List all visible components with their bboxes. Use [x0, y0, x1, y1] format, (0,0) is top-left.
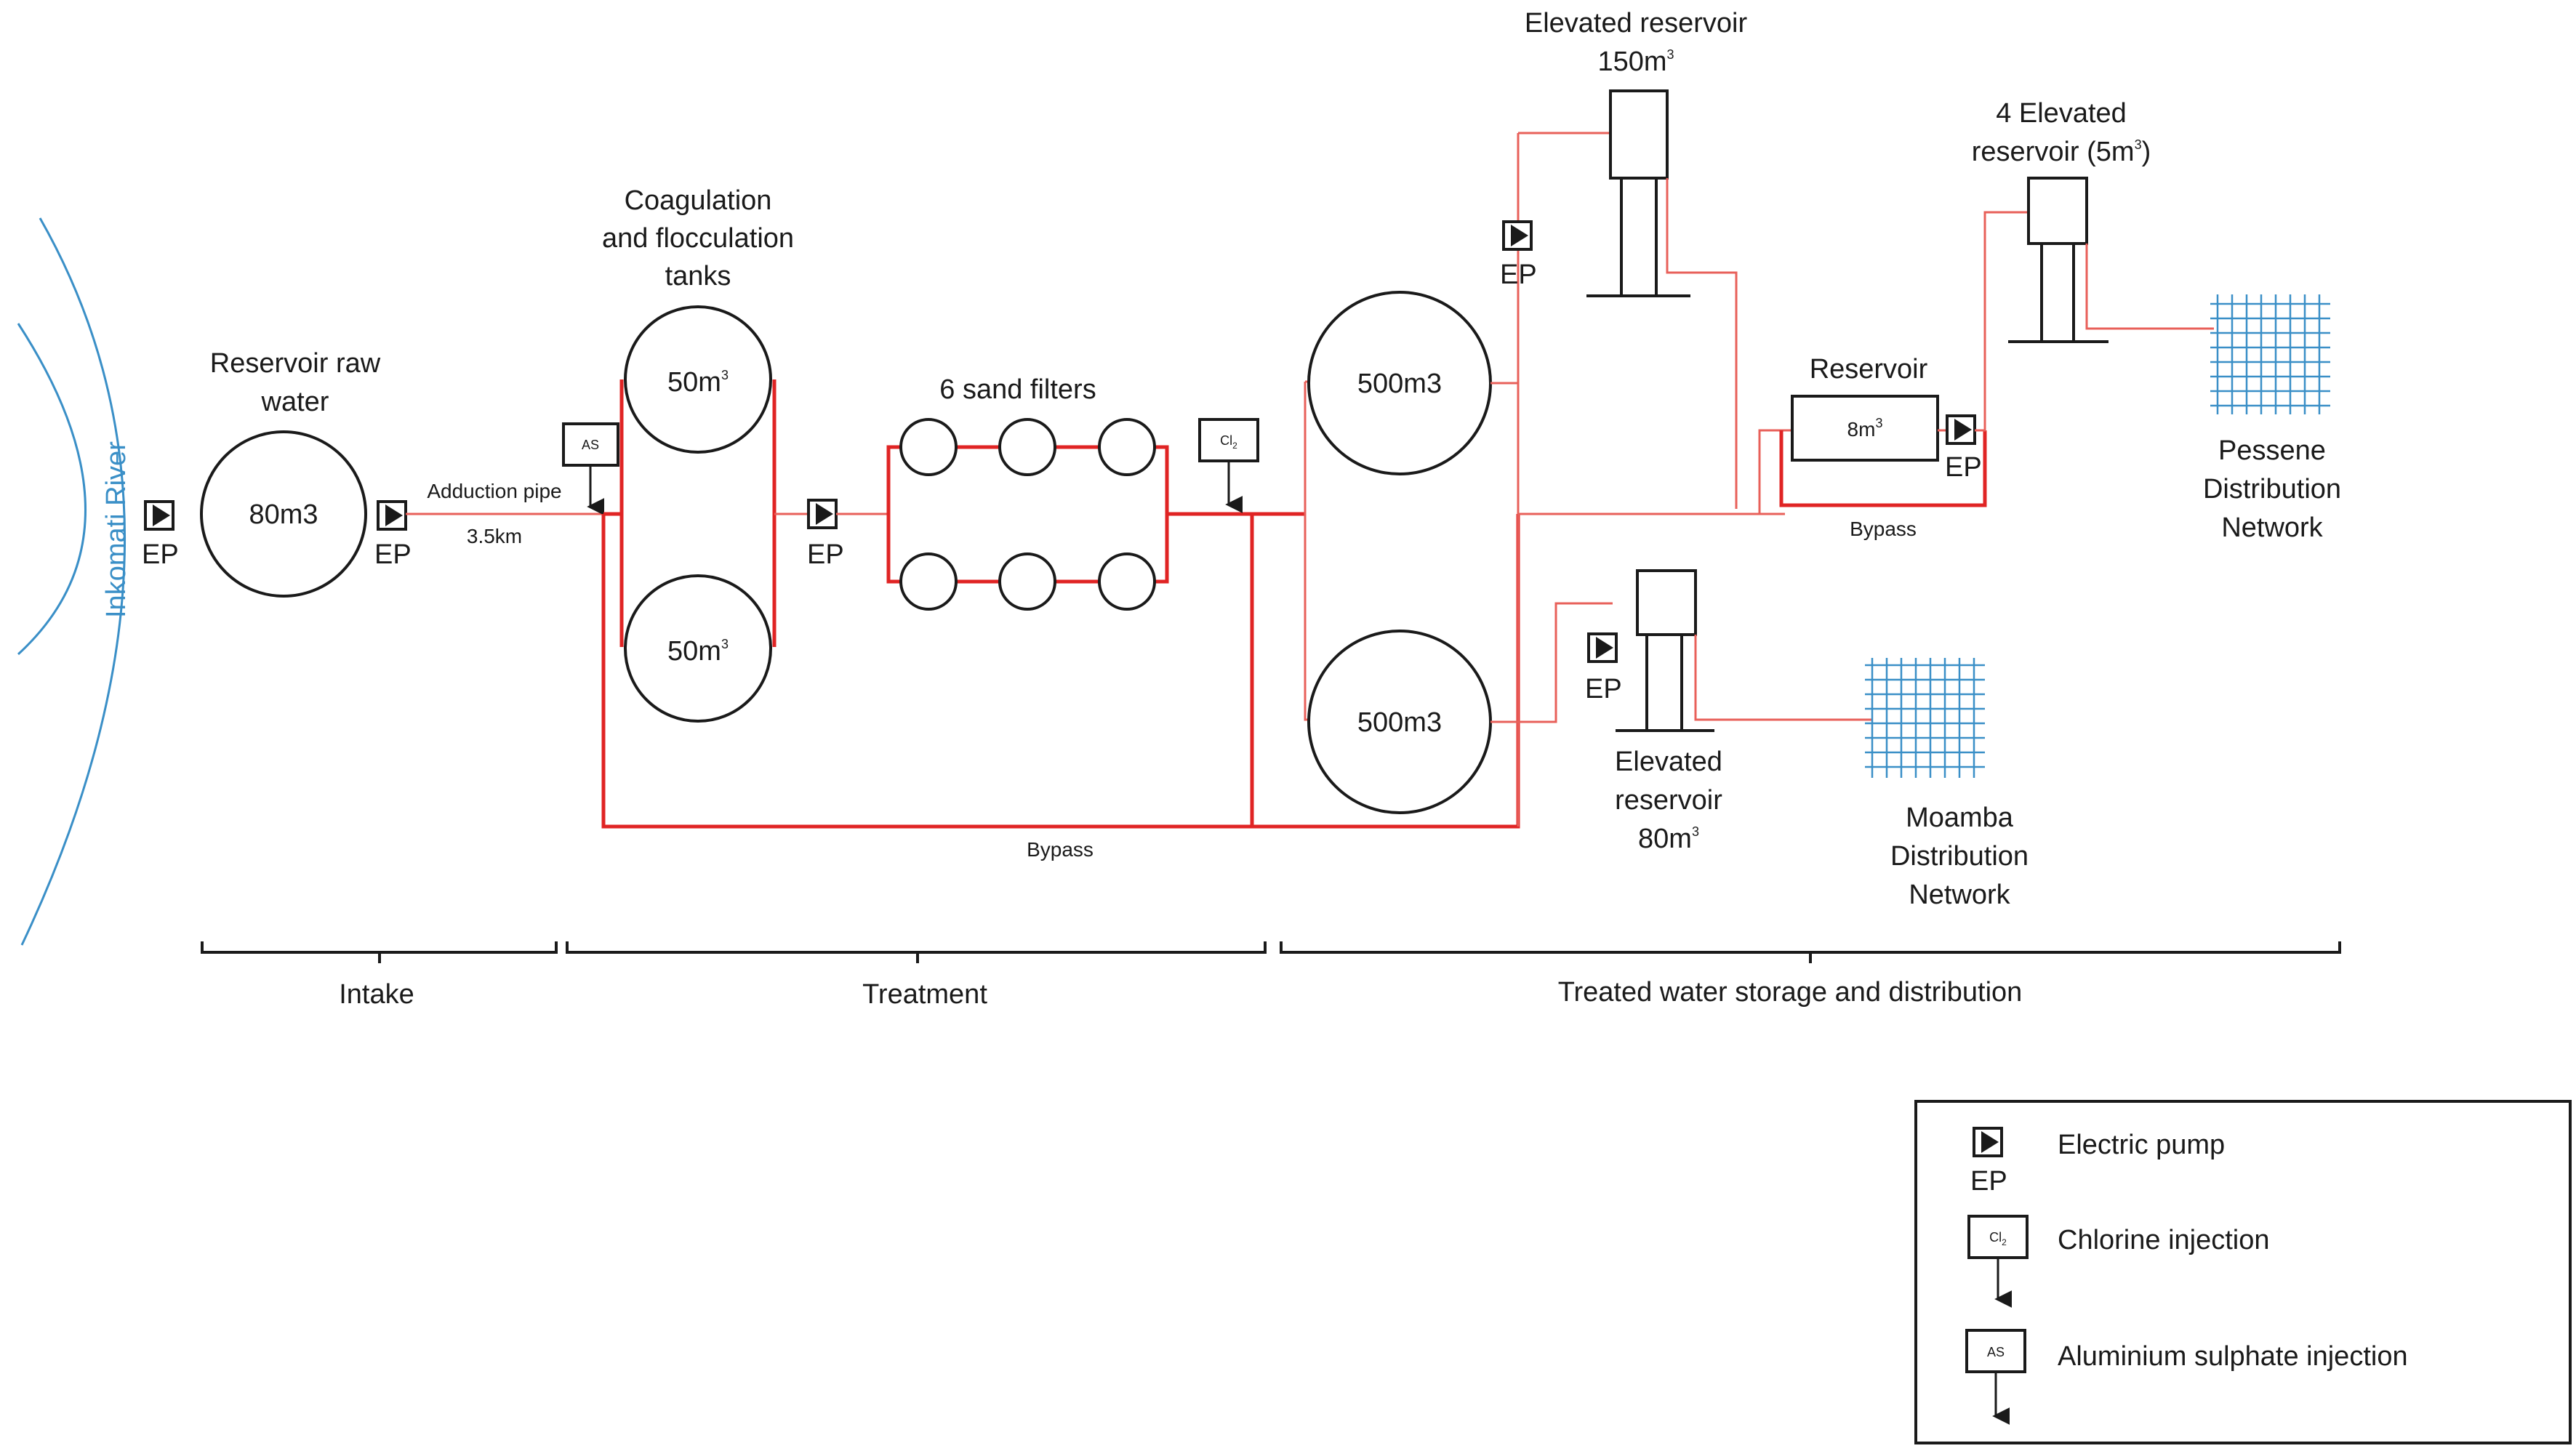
elev80-title-3: 80m3 [1638, 824, 1699, 854]
elev80-title-1: Elevated [1615, 747, 1722, 777]
elev80-title-2: reservoir [1615, 785, 1722, 816]
pessene-label-3: Network [2221, 513, 2323, 543]
raw-reservoir-title-2: water [261, 387, 329, 417]
pessene-network-grid [2210, 294, 2330, 414]
legend-as-icon: AS [1965, 1329, 2026, 1425]
treatment-pump-label: EP [807, 539, 844, 570]
storage-tank-1: 500m3 [1307, 291, 1492, 475]
reservoir8-title: Reservoir [1810, 354, 1928, 385]
storage-tank-1-label: 500m3 [1357, 369, 1442, 399]
coag-title-1: Coagulation [625, 185, 772, 216]
chlorine-injection: Cl2 [1198, 418, 1259, 513]
intake-pump-label: EP [142, 539, 179, 570]
legend-as-desc: Aluminium sulphate injection [2058, 1341, 2408, 1372]
aluminium-sulphate-injection: AS [562, 422, 619, 515]
inkomati-river: Inkomati River [17, 217, 132, 946]
sand-filters: 6 sand filters [886, 374, 1169, 611]
raw-water-reservoir: 80m3 Reservoir raw water [200, 348, 381, 598]
legend-as-symbol: AS [1987, 1345, 2005, 1359]
coag-tank-1: 50m3 [667, 367, 729, 398]
reservoir8-capacity: 8m3 [1847, 416, 1883, 441]
river-label: Inkomati River [101, 441, 132, 618]
reservoir8-bypass-label: Bypass [1850, 518, 1917, 540]
moamba-label-1: Moamba [1906, 803, 2014, 833]
pessene-label-2: Distribution [2203, 474, 2341, 505]
coagulation-tanks: Coagulation and flocculation tanks 50m3 … [602, 185, 794, 723]
filters-title: 6 sand filters [939, 374, 1096, 405]
elev150-title-1: Elevated reservoir [1525, 8, 1748, 39]
legend-chlorine-desc: Chlorine injection [2058, 1225, 2270, 1255]
treatment-bypass-label: Bypass [1027, 838, 1094, 861]
raw-pump-label: EP [374, 539, 412, 570]
coag-title-3: tanks [665, 261, 731, 292]
coag-tank-2: 50m3 [667, 636, 729, 667]
reservoir-8: Reservoir 8m3 Bypass [1758, 354, 1987, 540]
section-intake: Intake [339, 979, 414, 1010]
coag-title-2: and flocculation [602, 223, 794, 254]
elev5-title-2: reservoir (5m3) [1972, 137, 2151, 167]
elevated-reservoir-80: Elevated reservoir 80m3 [1615, 569, 1872, 854]
elevated-reservoir-5: 4 Elevated reservoir (5m3) [1972, 98, 2214, 343]
svg-text:Cl2: Cl2 [1989, 1230, 2007, 1247]
elevated-reservoir-150: Elevated reservoir 150m3 [1525, 8, 1748, 509]
treatment-pump: EP [807, 499, 844, 570]
raw-water-pump: EP [374, 500, 412, 570]
elev150-pump-label: EP [1500, 260, 1537, 290]
moamba-label-2: Distribution [1890, 841, 2029, 872]
reservoir8-pump: EP [1945, 414, 1982, 483]
legend-pump-symbol: EP [1970, 1166, 2007, 1197]
elev150-pump: EP [1500, 220, 1537, 290]
raw-reservoir-title-1: Reservoir raw [210, 348, 381, 379]
elev80-pump-label: EP [1585, 674, 1622, 704]
elev5-title-1: 4 Elevated [1996, 98, 2127, 129]
raw-reservoir-capacity: 80m3 [249, 499, 318, 530]
storage-tank-2-label: 500m3 [1357, 707, 1442, 738]
elev80-pump: EP [1585, 632, 1622, 704]
moamba-network-grid [1865, 658, 1985, 778]
adduction-pipe-label: Adduction pipe [427, 480, 561, 502]
elev150-title-2: 150m3 [1597, 47, 1674, 77]
section-brackets [201, 941, 2341, 963]
cl-box-label: Cl2 [1220, 433, 1237, 451]
adduction-pipe-length: 3.5km [467, 525, 522, 547]
legend-chlorine-icon: Cl2 [1967, 1215, 2029, 1308]
legend: EP Electric pump Cl2 Chlorine injection … [1914, 1100, 2572, 1444]
legend-pump-desc: Electric pump [2058, 1130, 2225, 1160]
reservoir8-pump-label: EP [1945, 452, 1982, 483]
as-box-label: AS [582, 438, 599, 452]
moamba-label-3: Network [1909, 880, 2010, 910]
section-treatment: Treatment [862, 979, 987, 1010]
intake-pump: EP [142, 500, 179, 570]
storage-tank-2: 500m3 [1307, 630, 1492, 814]
legend-pump-icon: EP [1970, 1127, 2007, 1197]
section-storage: Treated water storage and distribution [1558, 977, 2023, 1008]
pessene-label-1: Pessene [2218, 435, 2326, 466]
